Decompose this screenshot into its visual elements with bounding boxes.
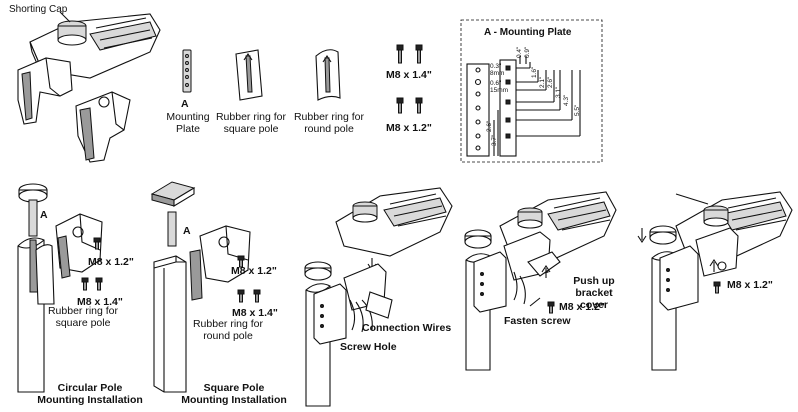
mounting-plate-label: Mounting Plate [166, 111, 210, 135]
rubber-ring-square-part [235, 49, 263, 101]
circular-rubber-ring-label: Rubber ring for square pole [47, 305, 119, 329]
circular-pole-assembly [17, 183, 103, 393]
mounting-plate-letter: A [181, 98, 189, 110]
final-m8-1-2-label: M8 x 1.2" [727, 279, 773, 291]
circular-m8-1-2-label: M8 x 1.2" [88, 256, 134, 268]
square-plate-letter: A [183, 225, 191, 237]
fixture-with-shorting-cap [17, 11, 161, 125]
dim-0-6: 0.6" [490, 80, 502, 87]
detail-box-title: A - Mounting Plate [484, 27, 572, 38]
dim-0-3: 0.3" [490, 63, 502, 70]
push-up-m8-1-2-label: M8 x 1.2" [559, 301, 605, 313]
connection-wires-label: Connection Wires [362, 322, 452, 334]
circular-plate-letter: A [40, 209, 48, 221]
rubber-ring-round-label: Rubber ring for round pole [293, 111, 365, 135]
dim-2-6: 2.6" [547, 76, 554, 88]
square-m8-1-2-label: M8 x 1.2" [231, 265, 277, 277]
dim-15mm: 15mm [490, 87, 509, 94]
bolts-m8-1-4 [396, 44, 423, 64]
mounting-plate-part [182, 49, 192, 93]
dim-8mm: 8mm [490, 70, 505, 77]
square-pole-assembly [150, 181, 261, 393]
dim-0-9: 0.9" [524, 46, 531, 58]
fasten-screw-label: Fasten screw [504, 315, 571, 327]
dim-5-5: 5.5" [574, 104, 581, 116]
rubber-ring-square-label: Rubber ring for square pole [215, 111, 287, 135]
push-up-cover-label: Push up bracket cover [573, 275, 615, 311]
dim-2-6-b: 2.6" [486, 120, 493, 132]
dim-0-4: 0.4" [516, 46, 523, 58]
screw-hole-label: Screw Hole [340, 341, 397, 353]
connection-wires-assembly [304, 187, 453, 407]
rubber-ring-round-part [315, 49, 341, 101]
bracket-adapter [75, 91, 131, 163]
circular-pole-title: Circular Pole Mounting Installation [37, 382, 143, 406]
circular-m8-1-4-label: M8 x 1.4" [77, 296, 123, 308]
mounting-plate-detail-box [460, 19, 603, 163]
square-m8-1-4-label: M8 x 1.4" [232, 307, 278, 319]
square-pole-title: Square Pole Mounting Installation [181, 382, 287, 406]
dim-3-1: 3.1" [555, 86, 562, 98]
m8-1-2-label: M8 x 1.2" [386, 122, 432, 134]
shorting-cap-label: Shorting Cap [9, 4, 68, 15]
m8-1-4-label: M8 x 1.4" [386, 69, 432, 81]
dim-3-7: 3.7" [491, 134, 498, 146]
push-up-bracket-assembly [464, 191, 617, 371]
dim-1-6: 1.6" [531, 66, 538, 78]
bolts-m8-1-2 [396, 97, 423, 114]
square-rubber-ring-label: Rubber ring for round pole [192, 318, 264, 342]
dim-2-1: 2.1" [539, 76, 546, 88]
final-assembly [637, 191, 793, 371]
dim-4-3: 4.3" [563, 94, 570, 106]
